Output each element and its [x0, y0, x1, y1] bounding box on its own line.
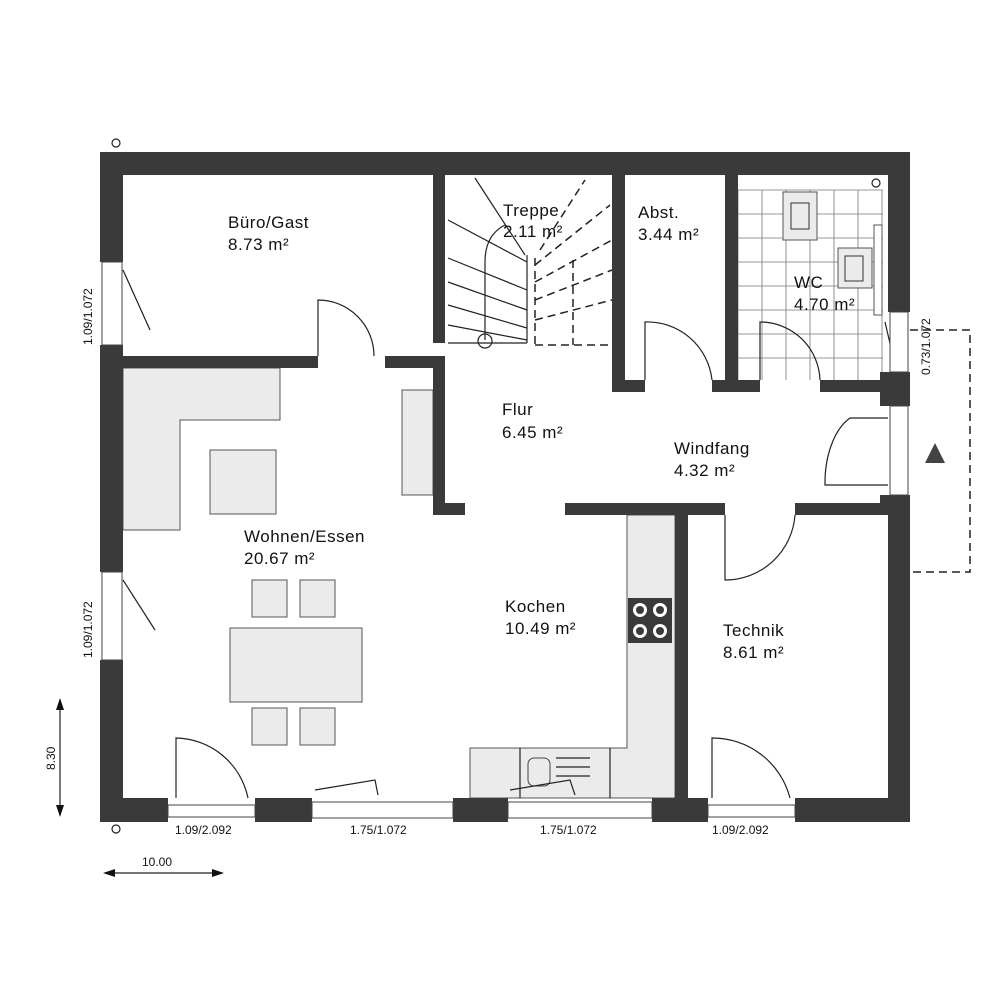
room-area: 6.45 m² — [502, 423, 563, 442]
stove-icon — [628, 598, 672, 643]
room-name: Treppe — [503, 201, 559, 220]
room-name: Windfang — [674, 439, 750, 458]
room-name: Büro/Gast — [228, 213, 309, 232]
room-area: 4.32 m² — [674, 461, 735, 480]
room-name: Technik — [723, 621, 784, 640]
chair — [251, 579, 288, 618]
kitchen-counter — [469, 514, 676, 799]
reference-point-icon — [111, 138, 121, 148]
room-area: 3.44 m² — [638, 225, 699, 244]
chair — [299, 707, 336, 746]
entrance-arrow-icon — [925, 443, 945, 463]
room-name: Wohnen/Essen — [244, 527, 365, 546]
chair — [251, 707, 288, 746]
dimension-lines — [56, 138, 881, 877]
toilet — [782, 191, 818, 241]
room-name: WC — [794, 273, 823, 292]
dimension-label: 1.75/1.072 — [540, 823, 597, 837]
room-area: 10.49 m² — [505, 619, 576, 638]
room-area: 4.70 m² — [794, 295, 855, 314]
dimension-label: 1.09/2.092 — [175, 823, 232, 837]
dimension-label: 0.73/1.072 — [919, 318, 933, 375]
chair — [299, 579, 336, 618]
furniture — [122, 191, 883, 799]
room-name: Abst. — [638, 203, 679, 222]
staircase — [447, 177, 613, 349]
reference-point-icon — [871, 178, 881, 188]
dimension-label: 1.09/1.072 — [81, 601, 95, 658]
dimension-label: 8.30 — [44, 746, 58, 770]
room-name: Flur — [502, 400, 533, 419]
coffee-table — [209, 449, 277, 515]
washbasin — [837, 247, 873, 289]
dimension-label: 1.09/1.072 — [81, 288, 95, 345]
doors — [101, 261, 909, 819]
dimension-label: 10.00 — [142, 855, 172, 869]
room-area: 2.11 m² — [503, 222, 563, 241]
walls — [100, 152, 910, 822]
room-area: 20.67 m² — [244, 549, 315, 568]
cabinet — [401, 389, 434, 496]
dining-table — [229, 627, 363, 703]
room-labels: Büro/Gast 8.73 m² Treppe 2.11 m² Abst. 3… — [228, 201, 855, 662]
sink-icon — [527, 757, 551, 787]
room-area: 8.61 m² — [723, 643, 784, 662]
entrance-marker — [910, 329, 971, 573]
dimension-label: 1.75/1.072 — [350, 823, 407, 837]
reference-point-icon — [111, 824, 121, 834]
room-name: Kochen — [505, 597, 566, 616]
dimension-labels: 1.09/1.072 1.09/1.072 0.73/1.072 8.30 1.… — [44, 288, 933, 869]
room-area: 8.73 m² — [228, 235, 289, 254]
dimension-label: 1.09/2.092 — [712, 823, 769, 837]
